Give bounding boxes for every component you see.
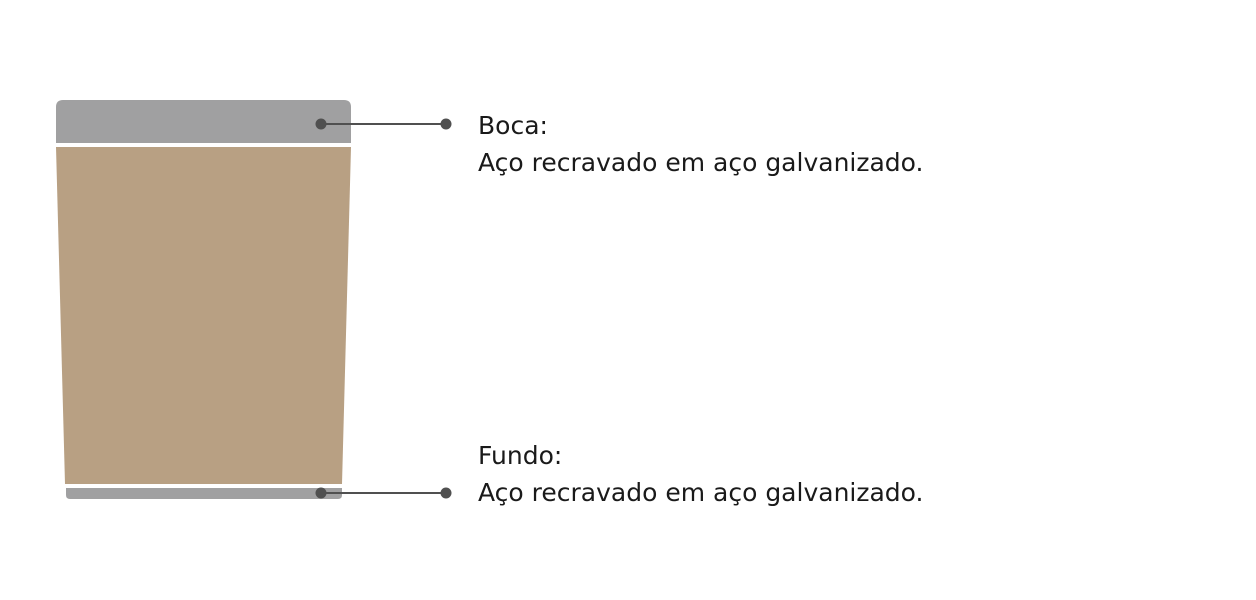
leader-line-top [315, 118, 452, 130]
callout-top: Boca: Aço recravado em aço galvanizado. [478, 107, 923, 181]
callout-top-description: Aço recravado em aço galvanizado. [478, 148, 924, 177]
callout-bottom-description: Aço recravado em aço galvanizado. [478, 478, 924, 507]
callout-top-title: Boca: [478, 111, 548, 140]
callout-bottom: Fundo: Aço recravado em aço galvanizado. [478, 437, 923, 511]
leader-dot-start-bottom [315, 487, 327, 499]
callout-bottom-title: Fundo: [478, 441, 563, 470]
leader-dot-start-top [315, 118, 327, 130]
leader-dot-end-bottom [440, 487, 452, 499]
leader-dot-end-top [440, 118, 452, 130]
container-body [56, 147, 351, 484]
container-bottom-band [66, 488, 342, 499]
container-rim [56, 100, 351, 143]
leader-line-bottom [315, 487, 452, 499]
